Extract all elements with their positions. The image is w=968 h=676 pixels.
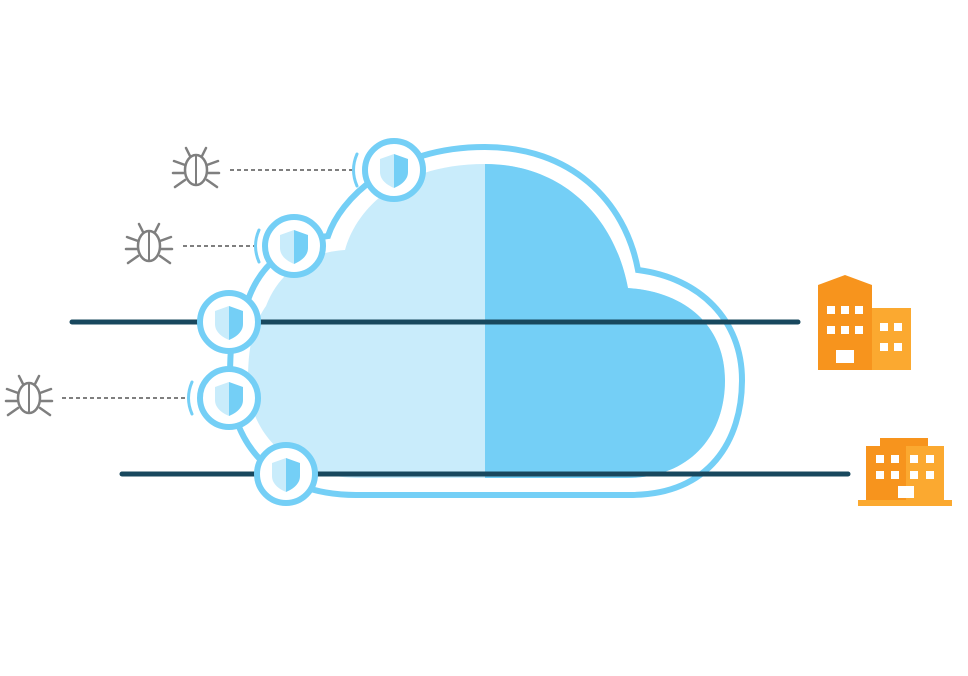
shield-icon <box>380 154 408 188</box>
shield-icon <box>280 230 308 264</box>
bug-3 <box>4 374 194 417</box>
deflect-arc <box>254 228 261 264</box>
bug-icon <box>124 222 174 265</box>
bug-2 <box>124 222 261 265</box>
shield-1 <box>362 138 426 202</box>
shield-icon <box>215 306 243 340</box>
building-icon <box>858 438 952 506</box>
building-2 <box>858 438 952 506</box>
bug-icon <box>4 374 54 417</box>
building-1 <box>818 275 911 370</box>
shield-icon <box>272 458 300 492</box>
deflect-arc <box>187 380 194 416</box>
shield-2 <box>262 214 326 278</box>
bug-1 <box>171 146 359 189</box>
building-icon <box>818 275 911 370</box>
deflect-arc <box>352 152 359 188</box>
cloud <box>226 143 746 498</box>
shield-icon <box>215 382 243 416</box>
shield-nodes <box>197 138 426 506</box>
shield-5 <box>254 442 318 506</box>
shield-3 <box>197 290 261 354</box>
shield-4 <box>197 366 261 430</box>
bug-icon <box>171 146 221 189</box>
